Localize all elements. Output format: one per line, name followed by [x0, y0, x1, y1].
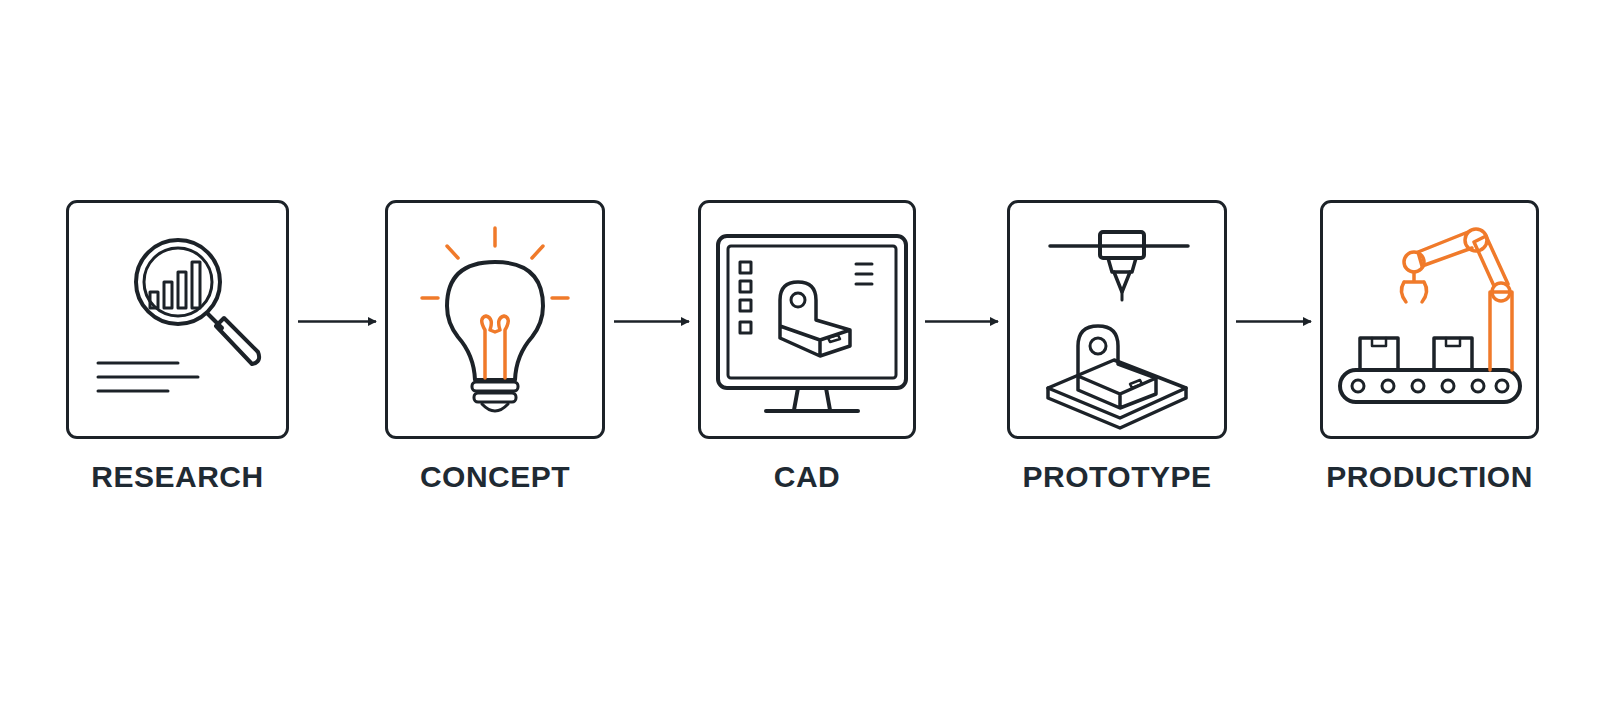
stage-box: PRODUCTION: [1320, 200, 1539, 439]
stage-label: CAD: [774, 460, 841, 494]
factory-icon: [1340, 229, 1520, 402]
flow-arrow: [1236, 320, 1311, 323]
printer-icon: [1048, 232, 1188, 428]
stage-box: CONCEPT: [385, 200, 605, 439]
monitor-icon: [718, 236, 906, 411]
stage-label: CONCEPT: [420, 460, 570, 494]
flow-arrow: [925, 320, 998, 323]
magnifier-icon: [98, 240, 259, 391]
flow-arrow: [614, 320, 689, 323]
stage-label: PROTOTYPE: [1023, 460, 1212, 494]
stage-box: RESEARCH: [66, 200, 289, 439]
stage-box: PROTOTYPE: [1007, 200, 1227, 439]
stage-label: PRODUCTION: [1326, 460, 1533, 494]
lightbulb-icon: [422, 228, 568, 411]
stage-box: CAD: [698, 200, 916, 439]
stage-label: RESEARCH: [91, 460, 263, 494]
flow-arrow: [298, 320, 376, 323]
